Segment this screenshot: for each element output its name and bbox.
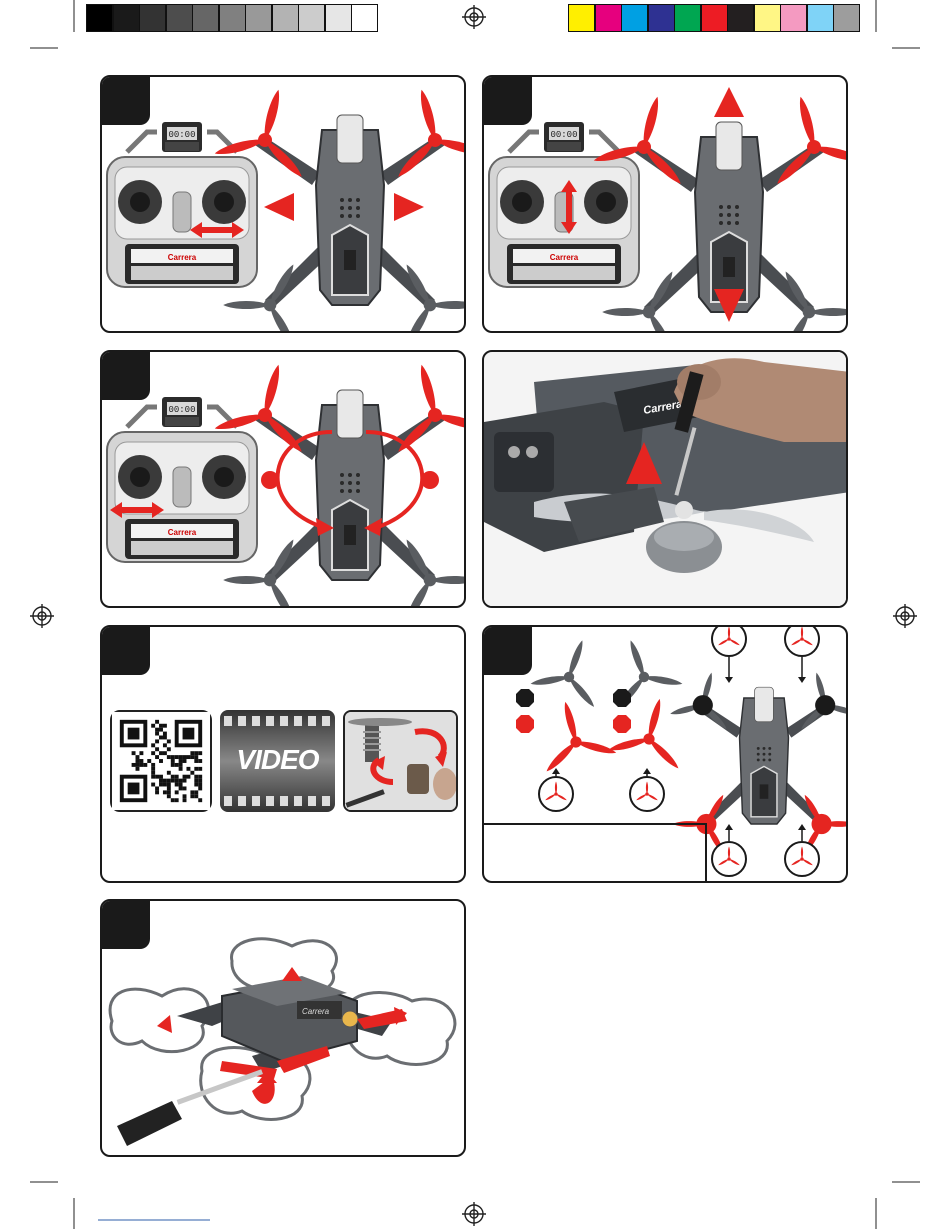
drone-top-view xyxy=(668,665,848,856)
gray-propeller xyxy=(528,628,616,710)
video-label: VIDEO xyxy=(220,744,335,776)
black-marker-icon xyxy=(516,689,534,707)
step-6-illustration xyxy=(484,627,848,883)
prop-rotation-icon xyxy=(712,627,746,683)
red-propeller xyxy=(529,692,619,775)
step-4-photo: Carrera xyxy=(484,352,848,608)
step-7-illustration: Carrera xyxy=(102,901,466,1157)
step-3-illustration xyxy=(102,352,466,608)
step-3-rotate-panel xyxy=(100,350,466,608)
video-thumbnail[interactable]: VIDEO xyxy=(220,710,335,812)
step-6-propeller-direction-panel xyxy=(482,625,848,883)
motor-replace-thumbnail[interactable] xyxy=(343,710,458,812)
motor-replace-illustration xyxy=(345,712,456,810)
black-marker-icon xyxy=(613,689,631,707)
prop-rotation-icon xyxy=(712,824,746,876)
film-perforation-top xyxy=(224,716,331,726)
gray-propeller xyxy=(597,628,685,710)
step-7-guard-install-panel: Carrera xyxy=(100,899,466,1157)
step-2-illustration xyxy=(484,77,848,333)
film-perforation-bottom xyxy=(224,796,331,806)
step-5-video-panel: VIDEO xyxy=(100,625,466,883)
step-number-tab xyxy=(102,627,150,675)
prop-rotation-icon xyxy=(785,824,819,876)
step-1-yaw-panel xyxy=(100,75,466,333)
qr-code-icon[interactable] xyxy=(110,710,212,812)
brand-label: Carrera xyxy=(302,1007,330,1016)
arrow-left-icon xyxy=(264,193,294,221)
remote-controller xyxy=(489,122,639,287)
prop-rotation-icon xyxy=(630,768,664,811)
bracket-line xyxy=(484,824,706,883)
red-marker-icon xyxy=(516,715,534,733)
prop-rotation-icon xyxy=(539,768,573,811)
step-1-illustration xyxy=(102,77,466,333)
arrow-up-icon xyxy=(714,87,744,117)
screwdriver xyxy=(117,1069,263,1146)
prop-rotation-icon xyxy=(785,627,819,683)
step-2-throttle-panel xyxy=(482,75,848,333)
drone-3d-body: Carrera xyxy=(177,976,392,1073)
qr-code-pattern xyxy=(112,712,210,810)
red-marker-icon xyxy=(613,715,631,733)
step-4-propeller-screw-panel: Carrera xyxy=(482,350,848,608)
arrow-right-icon xyxy=(394,193,424,221)
